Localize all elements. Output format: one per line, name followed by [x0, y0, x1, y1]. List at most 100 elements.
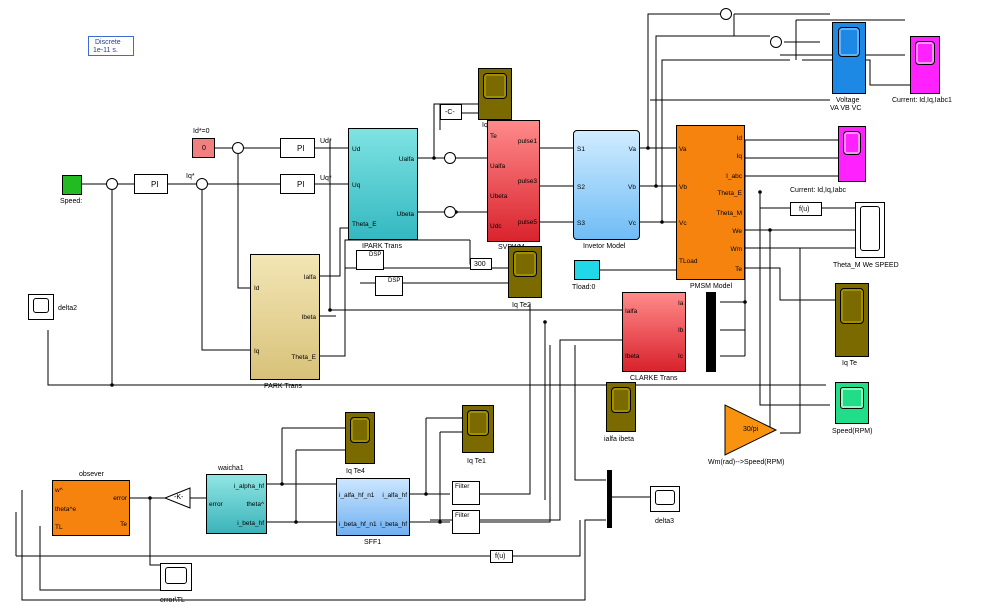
gain-c-label: -C-: [445, 109, 455, 116]
scope-screen: [915, 41, 935, 65]
port-theta-hat: theta^: [246, 501, 264, 508]
scope-te1[interactable]: [462, 405, 494, 453]
powergui-block[interactable]: Discrete 1e-11 s.: [88, 36, 134, 56]
udc-value: 300: [474, 261, 486, 268]
pmsm-block[interactable]: Va Vb Vc TLoad Id Iq I_abc Theta_E Theta…: [676, 125, 745, 280]
speed-error-sum[interactable]: [106, 178, 118, 190]
ipark-block[interactable]: Ud Uq Theta_E Ualfa Ubeta: [348, 128, 418, 240]
dsp-label: DSP: [388, 278, 401, 284]
port-s3: S3: [577, 220, 585, 227]
voltage-label-2: VA VB VC: [830, 105, 862, 112]
dsp-block-2[interactable]: DSP: [375, 276, 403, 296]
current2-scope[interactable]: [838, 126, 866, 182]
speed-rpm-label: Speed(RPM): [832, 428, 873, 435]
scope-ialfa-ibeta[interactable]: [606, 382, 636, 432]
port-ualfa: Ualfa: [398, 156, 414, 163]
port-i-beta-hf: i_beta_hf: [237, 520, 264, 527]
sample-time-label: 1e-11 s.: [93, 47, 118, 54]
port-w-hat: w^: [55, 487, 63, 494]
port-we: We: [732, 228, 742, 235]
dsp-block-1[interactable]: DSP: [356, 250, 384, 270]
port-va: Va: [628, 146, 636, 153]
port-i-abc: I_abc: [726, 173, 742, 180]
id-error-sum[interactable]: [232, 142, 244, 154]
filter-block-2[interactable]: Filter: [452, 510, 480, 534]
tload-step[interactable]: [574, 260, 600, 280]
iq-pi-block[interactable]: PI: [280, 174, 315, 194]
id-ref-value: 0: [202, 145, 206, 152]
port-id-out: Id: [254, 285, 260, 292]
port-pulse3: pulse3: [517, 178, 537, 185]
id-ref-constant[interactable]: 0: [192, 138, 215, 158]
voltage-scope[interactable]: [832, 22, 866, 94]
vbc-sum[interactable]: [770, 36, 782, 48]
pi-label: PI: [151, 180, 159, 189]
clarke-block[interactable]: Ialfa Ibeta: [622, 292, 686, 372]
port-i-beta-hf: i_beta_hf: [380, 521, 407, 528]
speed-rpm-scope[interactable]: [835, 382, 869, 424]
ubeta-sum[interactable]: [444, 206, 456, 218]
scope-screen: [843, 131, 861, 155]
te2-label: Iq Te2: [512, 302, 531, 309]
te1-label: Iq Te1: [467, 458, 486, 465]
port-ud: Ud: [352, 146, 361, 153]
delta2-label: delta2: [58, 305, 78, 312]
waicha-block[interactable]: error i_alpha_hf theta^ i_beta_hf: [206, 474, 267, 534]
port-udc: Udc: [490, 223, 502, 230]
pi-label: PI: [297, 180, 305, 189]
observer-block[interactable]: w^ theta^e TL error Te: [52, 480, 130, 536]
filter-label: Filter: [455, 512, 470, 519]
vab-sum[interactable]: [720, 8, 732, 20]
scope-screen: [350, 417, 370, 443]
id-ref-label: Id*=0: [193, 128, 210, 135]
filter-block-1[interactable]: Filter: [452, 481, 480, 505]
svpwm-block[interactable]: Te Ualfa Ubeta Udc pulse1 pulse3 pulse5: [487, 120, 540, 242]
port-ibeta-out: Ibeta: [625, 353, 640, 360]
park-name: PARK Trans: [264, 383, 302, 390]
port-ubeta-in: Ubeta: [490, 193, 508, 200]
scope-te2[interactable]: [508, 246, 542, 298]
fcn-block[interactable]: f(u): [790, 202, 822, 216]
speed-pi-block[interactable]: PI: [134, 174, 168, 194]
port-i-alfa-hf-n1: i_alfa_hf_n1: [339, 492, 375, 499]
sff-name: SFF1: [364, 539, 382, 546]
scope-screen: [33, 298, 49, 313]
port-ialfa: Ialfa: [303, 274, 316, 281]
inverter-name: Invetor Model: [583, 243, 626, 250]
te4-label: Iq Te4: [346, 468, 365, 475]
delta2-scope[interactable]: [28, 294, 54, 320]
port-i-alpha-hf: i_alpha_hf: [234, 483, 264, 490]
scope-iq-te[interactable]: [835, 283, 869, 357]
observer-name: obsever: [79, 471, 104, 478]
scope-screen: [860, 206, 880, 251]
scope-te4[interactable]: [345, 412, 375, 464]
uq-label: Uq*: [320, 175, 332, 182]
pmsm-name: PMSM Model: [690, 283, 733, 290]
id-pi-block[interactable]: PI: [280, 138, 315, 158]
ualfa-sum[interactable]: [444, 152, 456, 164]
fcn-block-bottom[interactable]: f(u): [490, 550, 513, 563]
scope-te5[interactable]: [478, 68, 512, 120]
park-block[interactable]: Id Iq Ialfa Ibeta Theta_E: [250, 254, 320, 380]
scope-screen: [513, 251, 537, 277]
speed-step-block[interactable]: [62, 175, 82, 195]
scope-screen: [838, 27, 860, 57]
scope-screen: [165, 567, 187, 584]
delta3-scope[interactable]: [650, 486, 680, 512]
gain-c-block[interactable]: -C-: [440, 104, 462, 120]
inverter-block[interactable]: S1 S2 S3 Va Vb Vc: [573, 130, 640, 240]
error-tl-scope[interactable]: [160, 563, 192, 591]
port-i-alfa-hf: i_alfa_hf: [382, 492, 407, 499]
error-tl-label: error\TL: [160, 597, 185, 604]
sff-block[interactable]: i_alfa_hf_n1 i_alfa_hf i_beta_hf_n1 i_be…: [336, 478, 410, 536]
port-ibeta: Ibeta: [301, 314, 316, 321]
theta-speed-scope[interactable]: [855, 202, 885, 258]
port-vc-in: Vc: [679, 220, 687, 227]
current1-scope[interactable]: [910, 36, 940, 94]
port-ic: Ic: [678, 353, 684, 360]
udc-constant[interactable]: 300: [470, 258, 492, 270]
port-ubeta: Ubeta: [396, 211, 414, 218]
iq-error-sum[interactable]: [196, 178, 208, 190]
iq-te-label: Iq Te: [842, 360, 858, 367]
